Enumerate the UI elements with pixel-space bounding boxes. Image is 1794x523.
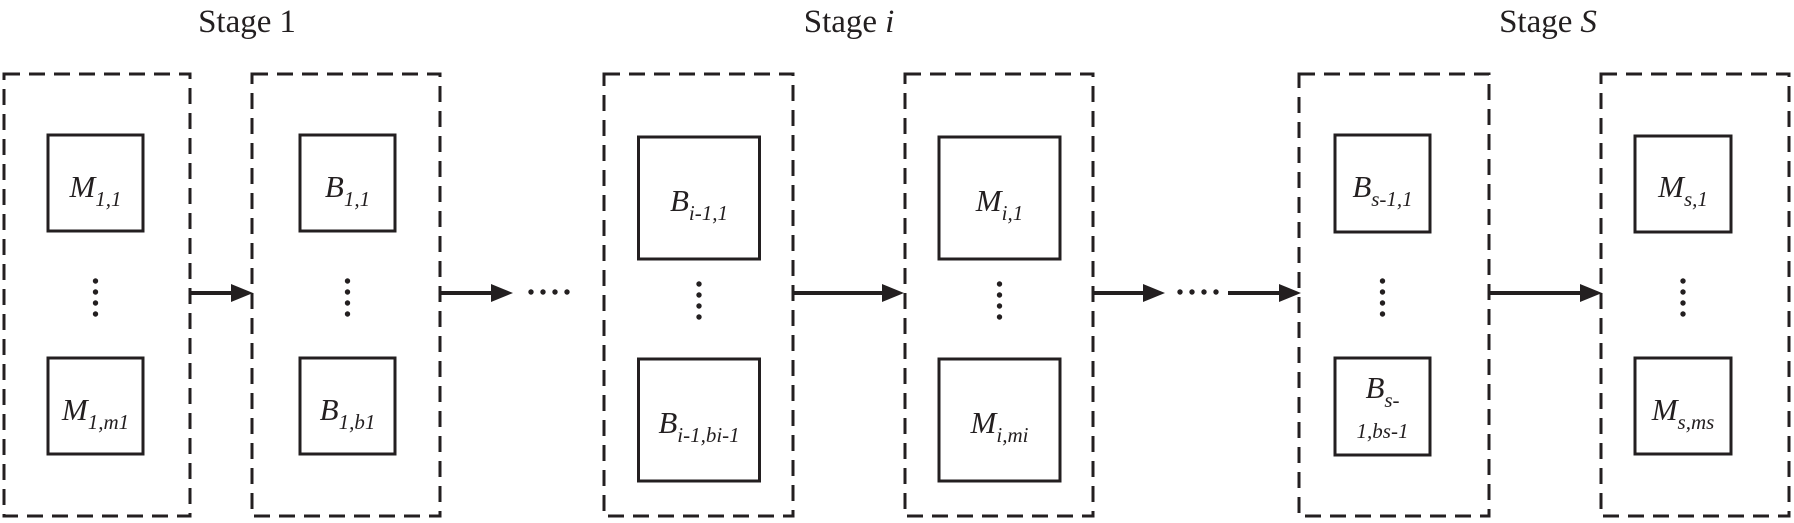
machine-box-label: Mi,mi <box>970 405 1029 447</box>
buffer-box <box>298 356 397 456</box>
buffer-box-label: Bi-1,bi-1 <box>658 405 739 447</box>
buffer-box-label: Bs- 1,bs-1 <box>1357 370 1409 443</box>
stage-group-outline <box>250 72 442 518</box>
machine-box <box>1633 356 1733 456</box>
buffer-box-label: B1,1 <box>325 169 370 211</box>
box-label-main: B <box>320 392 339 427</box>
stage-s-title-prefix: Stage <box>1499 4 1572 40</box>
box-label-sub: 1,b1 <box>339 410 376 434</box>
machine-box <box>937 135 1062 261</box>
flow-arrow <box>191 284 253 302</box>
stage-1-buffers-group: B1,1 B1,b1 <box>250 72 442 518</box>
vertical-ellipsis <box>1379 278 1386 317</box>
vertical-ellipsis <box>996 281 1003 320</box>
vertical-ellipsis <box>1680 278 1686 317</box>
machine-box-label: Ms,1 <box>1657 169 1708 211</box>
box-label-sub: i,1 <box>1002 201 1024 225</box>
box-label-main: B <box>325 169 344 204</box>
box-label-sub: s,ms <box>1678 410 1715 434</box>
box-label-main: M <box>1657 169 1686 204</box>
flow-arrow <box>440 284 513 302</box>
machine-box-label: M1,m1 <box>61 392 129 434</box>
buffer-box-label: Bs-1,1 <box>1352 169 1412 211</box>
box-label-main: B <box>1352 169 1371 204</box>
stage-s-input-buffers-group: Bs-1,1 Bs- 1,bs-1 <box>1297 72 1491 518</box>
machine-box-label: M1,1 <box>68 169 121 211</box>
stage-i-input-buffers-group: Bi-1,1 Bi-1,bi-1 <box>602 72 795 518</box>
stage-group-outline <box>1599 72 1791 518</box>
buffer-box-label: Bi-1,1 <box>670 183 728 225</box>
horizontal-ellipsis <box>1177 289 1219 295</box>
flow-arrow <box>1489 284 1602 302</box>
buffer-box <box>637 357 761 483</box>
vertical-ellipsis <box>696 281 702 320</box>
machine-box <box>46 133 145 233</box>
box-label-sub: i,mi <box>996 423 1028 447</box>
box-label-sub: 1,1 <box>95 187 121 211</box>
stage-group-outline <box>1297 72 1491 518</box>
box-label-main: B <box>670 183 689 218</box>
stage-s-machines-group: Ms,1 Ms,ms <box>1599 72 1791 518</box>
box-label-sub: i-1,bi-1 <box>677 423 739 447</box>
box-label-main: M <box>1651 392 1680 427</box>
machine-box <box>1633 134 1733 234</box>
vertical-ellipsis <box>344 278 351 317</box>
buffer-box <box>1333 133 1432 234</box>
box-label-sub-line2: 1,bs-1 <box>1357 419 1409 443</box>
box-label-main: M <box>61 392 90 427</box>
stage-1-title-symbol: 1 <box>279 4 296 40</box>
buffer-box <box>1333 356 1432 457</box>
box-label-sub: s,1 <box>1684 187 1708 211</box>
box-label-main: M <box>975 183 1004 218</box>
box-label-sub: i-1,1 <box>689 201 728 225</box>
buffer-box <box>298 133 397 233</box>
box-label-main: M <box>68 169 97 204</box>
horizontal-ellipsis <box>528 289 570 295</box>
box-label-main: B <box>658 405 677 440</box>
buffer-box-label: B1,b1 <box>320 392 376 434</box>
box-label-main: B <box>1365 370 1384 405</box>
stage-i-machines-group: Mi,1 Mi,mi <box>903 72 1095 518</box>
flow-arrow <box>1228 284 1301 302</box>
stage-s-title-symbol: S <box>1580 4 1597 40</box>
box-label-sub: 1,m1 <box>88 410 129 434</box>
flow-arrow <box>793 284 904 302</box>
machine-box <box>46 356 145 456</box>
box-label-sub: s-1,1 <box>1371 187 1412 211</box>
machine-box-label: Mi,1 <box>975 183 1023 225</box>
flow-arrow <box>1093 284 1165 302</box>
stage-i-title-symbol: i <box>885 4 894 40</box>
stage-i-title-prefix: Stage <box>804 4 877 40</box>
box-label-sub: 1,1 <box>344 187 370 211</box>
box-label-main: M <box>970 405 999 440</box>
machine-box-label: Ms,ms <box>1651 392 1715 434</box>
buffer-box <box>637 135 761 261</box>
stage-1-machines-group: M1,1 M1,m1 <box>2 72 192 518</box>
box-label-sub: s- <box>1384 388 1399 412</box>
vertical-ellipsis <box>92 278 99 317</box>
stage-group-outline <box>2 72 192 518</box>
machine-box <box>937 357 1062 483</box>
stage-1-title-prefix: Stage <box>198 4 271 40</box>
